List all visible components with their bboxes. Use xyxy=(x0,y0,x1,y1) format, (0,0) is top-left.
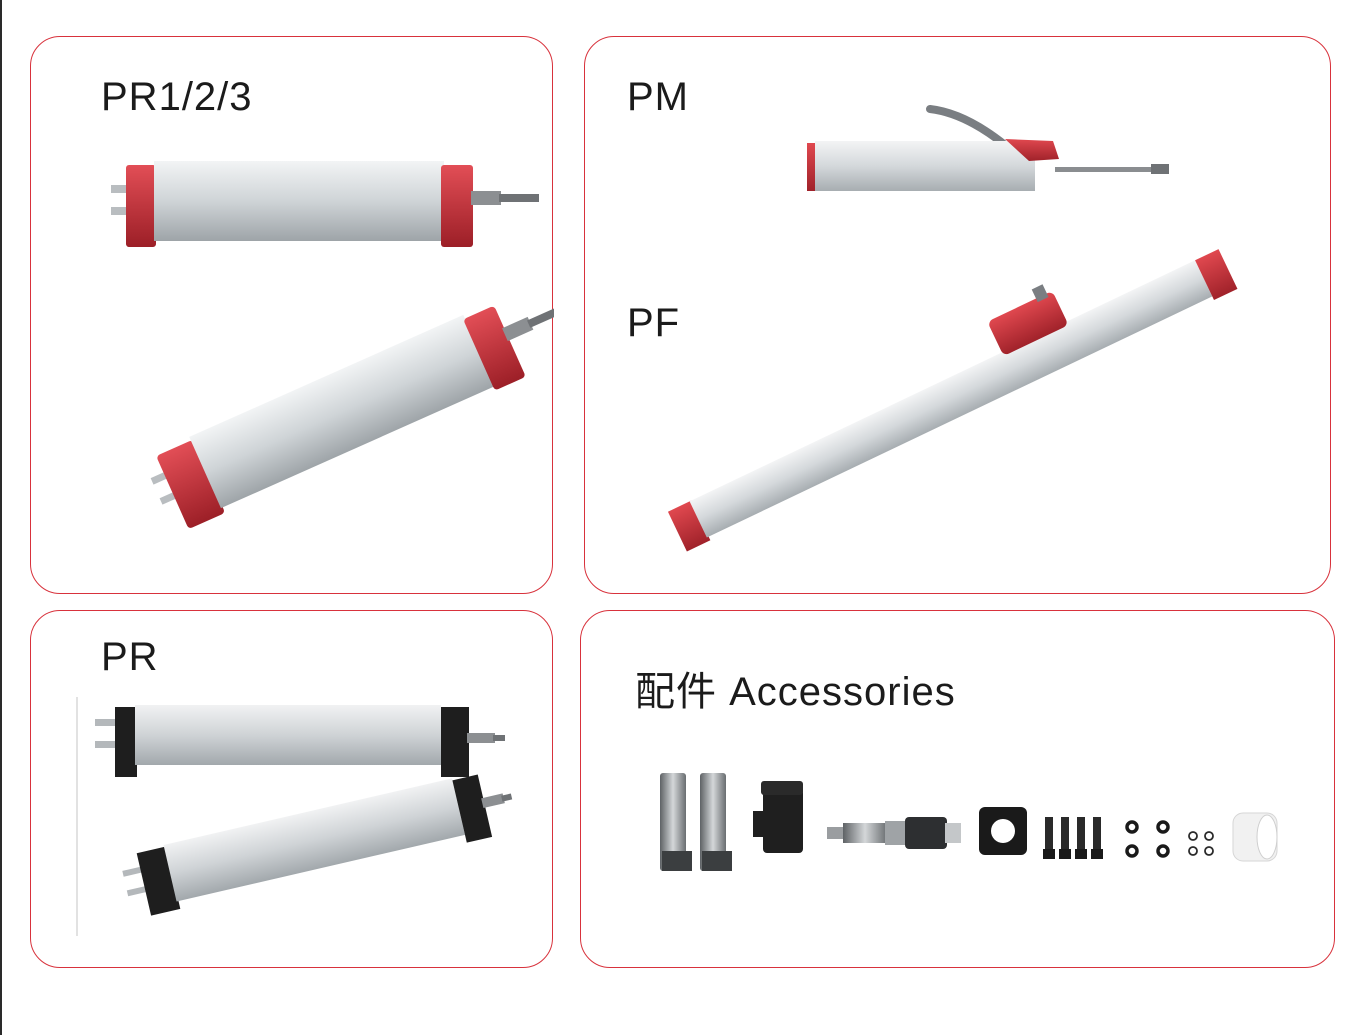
sensor-pr123-icon xyxy=(111,161,554,528)
rod-joint-icon xyxy=(827,817,961,849)
sensor-pr-top xyxy=(95,705,505,777)
sensor-pm-pf-art xyxy=(667,105,1238,552)
panel-pr123: PR1/2/3 xyxy=(30,36,554,594)
o-ring-icon xyxy=(1125,820,1170,858)
sensor-pf-icon xyxy=(667,249,1238,552)
sensor-top xyxy=(111,161,539,247)
accessories-art xyxy=(660,773,1278,871)
panel-pr: PR xyxy=(30,610,553,968)
left-edge-line xyxy=(0,0,2,1035)
panel-title-pf: PF xyxy=(627,301,681,345)
panel-accessories: 配件 Accessories xyxy=(580,610,1335,968)
panel-title: PR xyxy=(101,635,159,679)
panel-title-pm: PM xyxy=(627,75,689,119)
sleeve-icon xyxy=(1232,812,1278,862)
panel-pm-pf: PM PF xyxy=(584,36,1331,594)
gasket-icon xyxy=(979,807,1027,855)
sensor-pr-icon xyxy=(76,697,513,936)
connector-plug-icon xyxy=(753,781,803,853)
mounting-bracket-icon xyxy=(660,773,732,871)
small-o-ring-icon xyxy=(1188,831,1214,856)
screw-icon xyxy=(1043,817,1103,859)
panel-title: PR1/2/3 xyxy=(101,75,253,119)
sensor-pm-icon xyxy=(807,105,1169,191)
panel-title: 配件 Accessories xyxy=(635,670,956,714)
